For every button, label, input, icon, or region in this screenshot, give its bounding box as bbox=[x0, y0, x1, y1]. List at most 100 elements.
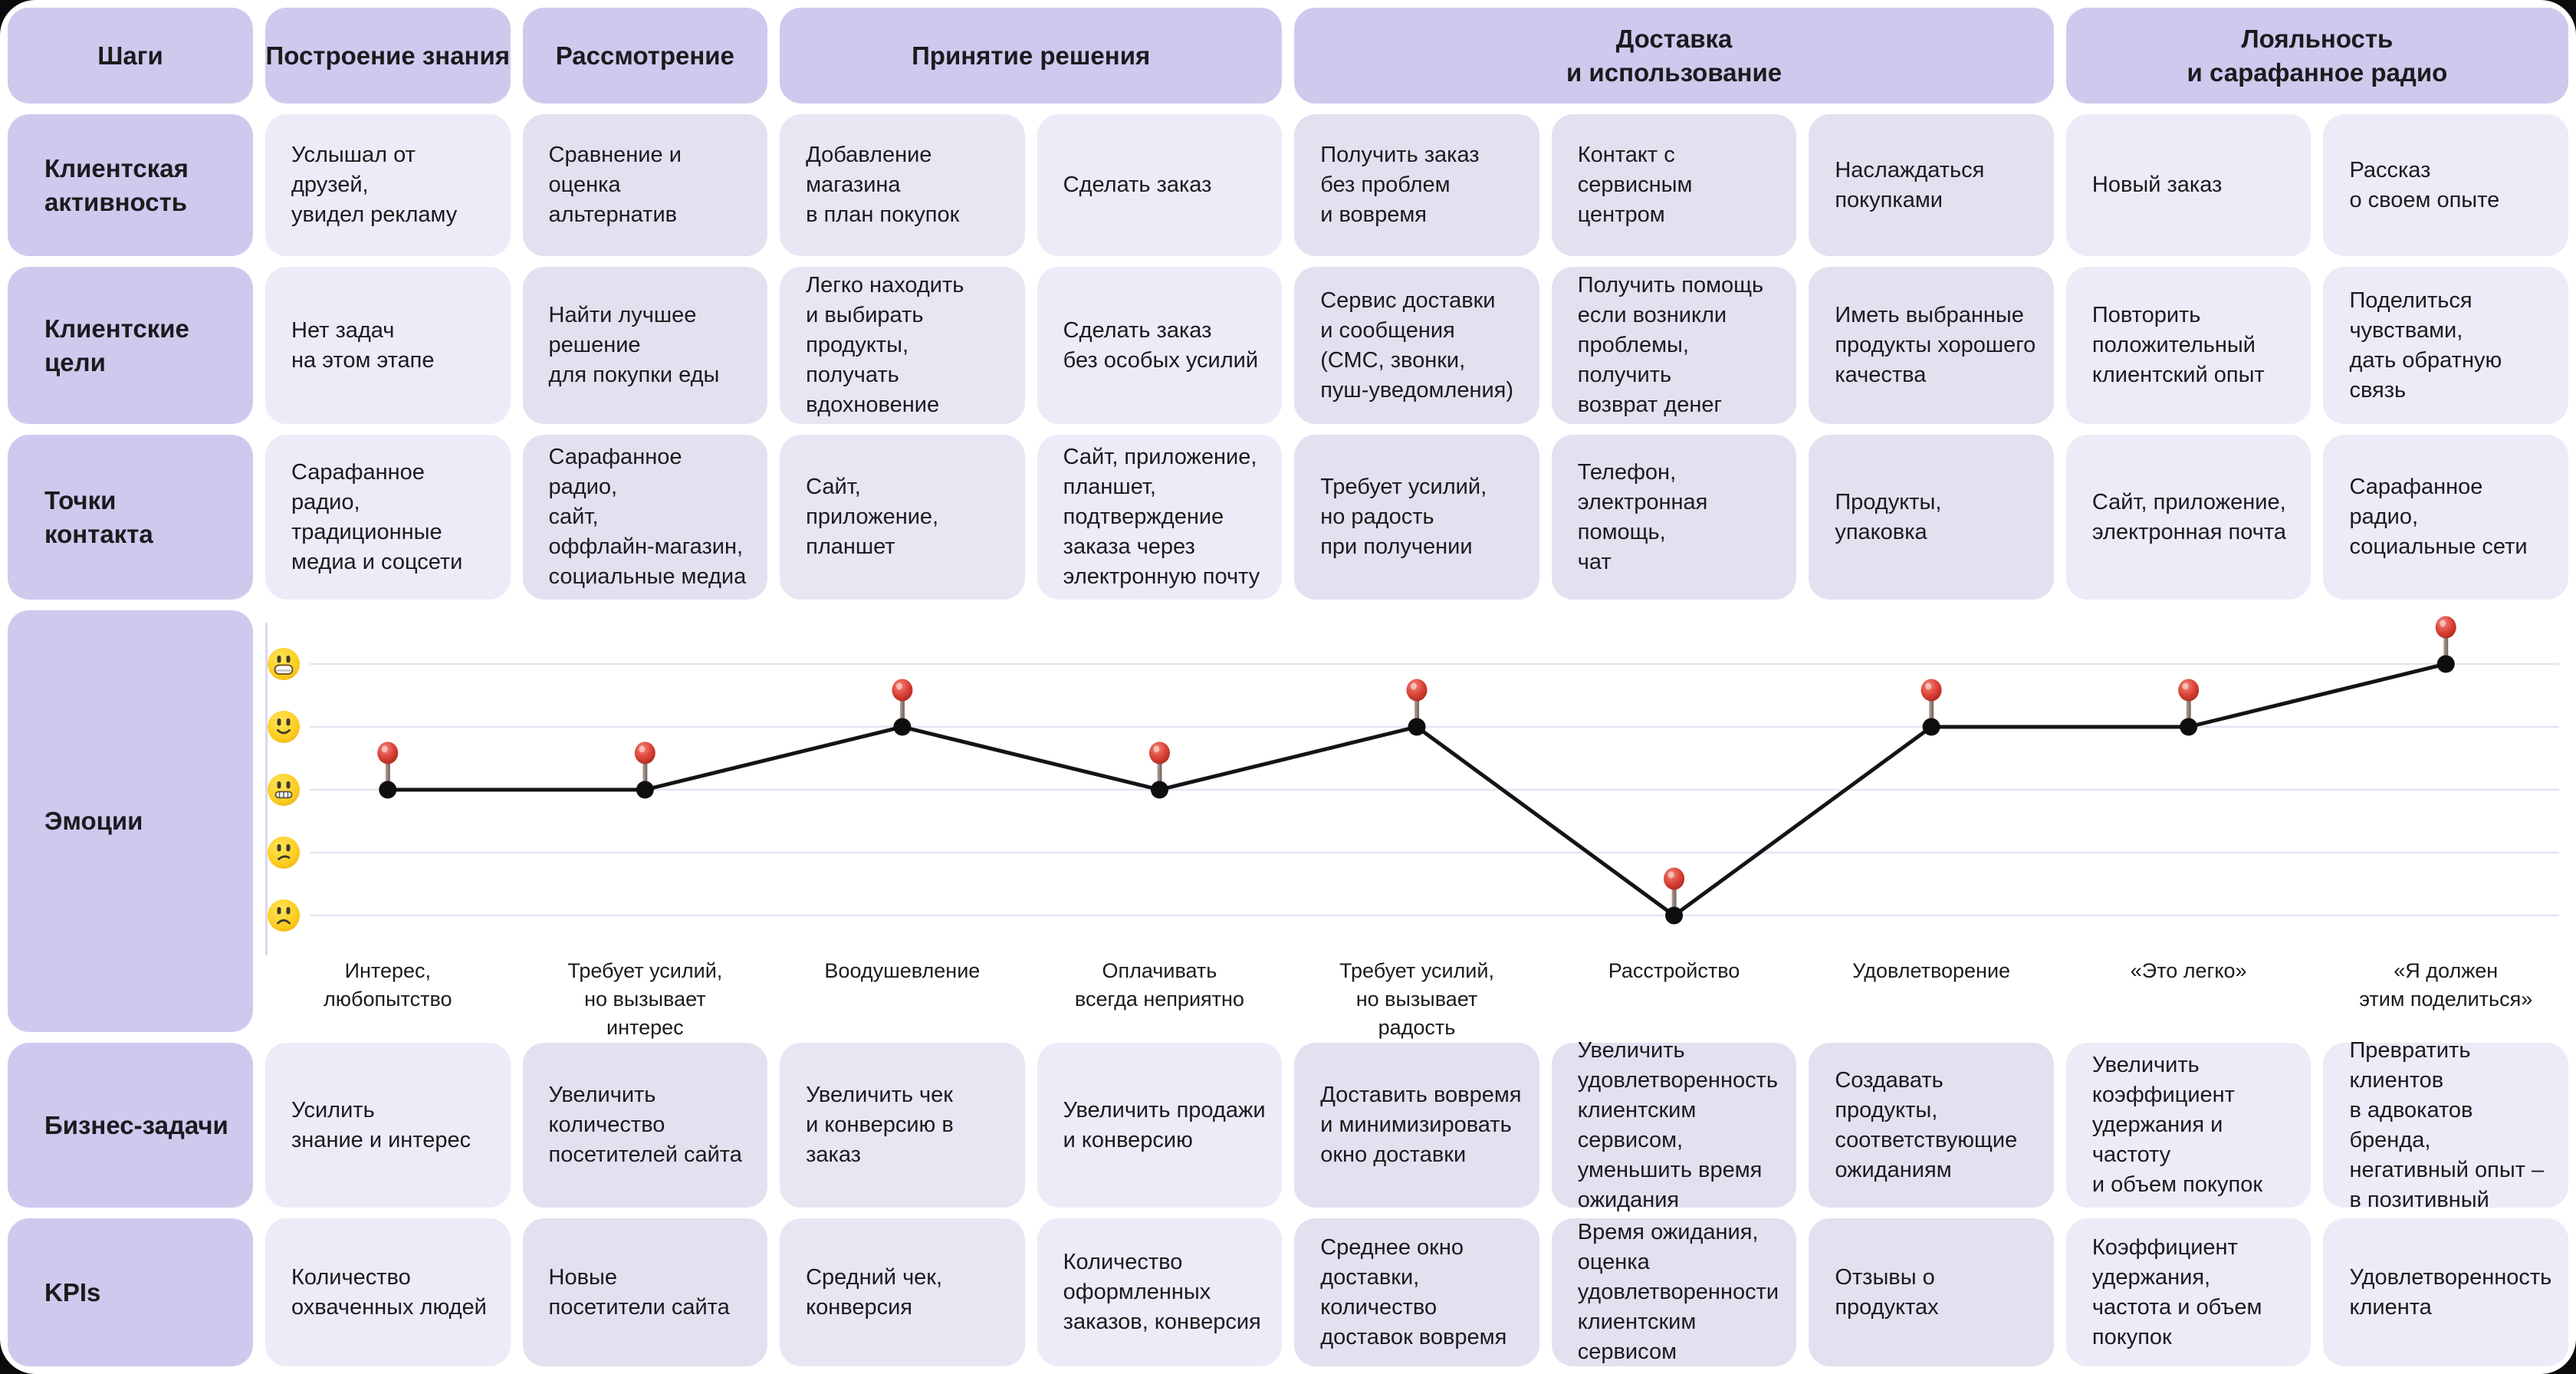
cell-touchpoints-6: Телефон, электронная помощь, чат bbox=[1551, 435, 1797, 600]
emotion-point-3 bbox=[893, 718, 912, 736]
pin-ball-highlight-9 bbox=[2440, 620, 2446, 627]
cell-kpis-3: Средний чек, конверсия bbox=[780, 1218, 1025, 1366]
cell-client-goals-6: Получить помощь если возникли проблемы, … bbox=[1551, 267, 1797, 424]
pin-ball-highlight-8 bbox=[2182, 682, 2189, 690]
emotion-point-8 bbox=[2180, 718, 2198, 736]
stage-header-1: Построение знания bbox=[265, 8, 511, 104]
cell-kpis-2: Новые посетители сайта bbox=[522, 1218, 768, 1366]
pin-stick-9 bbox=[2443, 629, 2449, 659]
stage-header-3: Принятие решения bbox=[780, 8, 1283, 104]
cell-business-tasks-1: Усилить знание и интерес bbox=[265, 1043, 511, 1208]
row-label-touchpoints: Точки контакта bbox=[8, 435, 253, 600]
emotion-point-label-8: «Это легко» bbox=[2130, 959, 2247, 982]
emotion-point-label-7: Удовлетворение bbox=[1852, 959, 2011, 982]
column-header-steps: Шаги bbox=[8, 8, 253, 104]
pin-stick-5 bbox=[1414, 692, 1419, 722]
pin-ball-2 bbox=[634, 741, 656, 764]
cell-touchpoints-9: Сарафанное радио, социальные сети bbox=[2323, 435, 2568, 600]
pin-ball-9 bbox=[2435, 616, 2456, 639]
cell-client-goals-9: Поделиться чувствами, дать обратную связ… bbox=[2323, 267, 2568, 424]
slightly-smiling-face bbox=[267, 710, 301, 744]
cell-touchpoints-4: Сайт, приложение, планшет, подтверждение… bbox=[1037, 435, 1283, 600]
pin-stick-8 bbox=[2186, 692, 2191, 722]
row-label-business-tasks: Бизнес-задачи bbox=[8, 1043, 253, 1208]
cell-kpis-5: Среднее окно доставки, количество достав… bbox=[1294, 1218, 1539, 1366]
cell-client-goals-3: Легко находить и выбирать продукты, полу… bbox=[780, 267, 1025, 424]
pin-ball-highlight-7 bbox=[1925, 682, 1932, 690]
grimacing-face bbox=[267, 773, 301, 807]
pin-ball-highlight-1 bbox=[381, 745, 388, 753]
cell-business-tasks-3: Увеличить чек и конверсию в заказ bbox=[780, 1043, 1025, 1208]
row-label-client-activity: Клиентская активность bbox=[8, 114, 253, 256]
cell-client-goals-5: Сервис доставки и сообщения (СМС, звонки… bbox=[1294, 267, 1539, 424]
cell-client-goals-7: Иметь выбранные продукты хорошего качест… bbox=[1809, 267, 2054, 424]
emotion-point-label-1: Интерес, любопытство bbox=[324, 959, 452, 1011]
pin-ball-highlight-4 bbox=[1153, 745, 1160, 753]
emotion-point-6 bbox=[1665, 906, 1684, 925]
stage-header-4: Доставка и использование bbox=[1294, 8, 2054, 104]
frowning-face bbox=[267, 899, 301, 932]
emotion-point-label-3: Воодушевление bbox=[824, 959, 981, 982]
cell-client-activity-1: Услышал от друзей, увидел рекламу bbox=[265, 114, 511, 256]
emotion-point-label-6: Расстройство bbox=[1608, 959, 1740, 982]
cell-client-goals-2: Найти лучшее решение для покупки еды bbox=[522, 267, 768, 424]
cell-client-activity-2: Сравнение и оценка альтернатив bbox=[522, 114, 768, 256]
emotion-point-4 bbox=[1150, 781, 1168, 799]
emotion-point-label-9: «Я должен этим поделиться» bbox=[2359, 959, 2533, 1011]
emotion-point-1 bbox=[379, 781, 397, 799]
cell-kpis-7: Отзывы о продуктах bbox=[1809, 1218, 2054, 1366]
pin-ball-7 bbox=[1921, 679, 1942, 702]
pin-stick-1 bbox=[385, 754, 390, 785]
cell-business-tasks-5: Доставить вовремя и минимизировать окно … bbox=[1294, 1043, 1539, 1208]
cell-client-activity-7: Наслаждаться покупками bbox=[1809, 114, 2054, 256]
emotion-curve-chart bbox=[310, 616, 2559, 925]
cell-touchpoints-7: Продукты, упаковка bbox=[1809, 435, 2054, 600]
emotion-point-label-5: Требует усилий, но вызывает радость bbox=[1339, 959, 1494, 1039]
cell-client-activity-3: Добавление магазина в план покупок bbox=[780, 114, 1025, 256]
stage-header-2: Рассмотрение bbox=[522, 8, 768, 104]
cell-client-goals-8: Повторить положительный клиентский опыт bbox=[2065, 267, 2312, 424]
pin-stick-7 bbox=[1929, 692, 1934, 722]
pin-stick-3 bbox=[899, 692, 905, 722]
cell-business-tasks-4: Увеличить продажи и конверсию bbox=[1037, 1043, 1283, 1208]
pin-ball-1 bbox=[377, 741, 399, 764]
stage-header-5: Лояльность и сарафанное радио bbox=[2065, 8, 2568, 104]
emotion-chart: Интерес, любопытство Требует усилий, но в… bbox=[265, 610, 2568, 1039]
confused-face bbox=[267, 836, 301, 869]
emotion-point-label-4: Оплачивать всегда неприятно bbox=[1074, 959, 1244, 1011]
emotion-point-2 bbox=[636, 781, 654, 799]
cell-client-goals-1: Нет задач на этом этапе bbox=[265, 267, 511, 424]
emotion-point-label-2: Требует усилий, но вызывает интерес bbox=[567, 959, 723, 1039]
emotion-axis-line bbox=[265, 623, 268, 955]
cell-kpis-6: Время ожидания, оценка удовлетворенности… bbox=[1551, 1218, 1797, 1366]
pin-ball-5 bbox=[1406, 679, 1428, 702]
cell-kpis-1: Количество охваченных людей bbox=[265, 1218, 511, 1366]
cell-touchpoints-8: Сайт, приложение, электронная почта bbox=[2065, 435, 2312, 600]
pin-ball-6 bbox=[1664, 867, 1685, 890]
cell-kpis-8: Коэффициент удержания, частота и объем п… bbox=[2065, 1218, 2312, 1366]
cell-kpis-9: Удовлетворенность клиента bbox=[2323, 1218, 2568, 1366]
cell-touchpoints-5: Требует усилий, но радость при получении bbox=[1294, 435, 1539, 600]
cell-client-goals-4: Сделать заказ без особых усилий bbox=[1037, 267, 1283, 424]
cell-touchpoints-1: Сарафанное радио, традиционные медиа и с… bbox=[265, 435, 511, 600]
cell-client-activity-6: Контакт с сервисным центром bbox=[1551, 114, 1797, 256]
row-label-client-goals: Клиентские цели bbox=[8, 267, 253, 424]
cell-business-tasks-6: Увеличить удовлетворенность клиентским с… bbox=[1551, 1038, 1797, 1212]
cell-business-tasks-9: Превратить клиентов в адвокатов бренда, … bbox=[2323, 1038, 2568, 1212]
pin-ball-highlight-2 bbox=[639, 745, 646, 753]
pin-ball-3 bbox=[892, 679, 913, 702]
cell-business-tasks-8: Увеличить коэффициент удержания и частот… bbox=[2065, 1043, 2312, 1208]
grinning-face bbox=[267, 647, 301, 681]
row-label-kpis: KPIs bbox=[8, 1218, 253, 1366]
cell-touchpoints-2: Сарафанное радио, сайт, оффлайн-магазин,… bbox=[522, 435, 768, 600]
pin-ball-highlight-6 bbox=[1668, 871, 1674, 879]
cell-touchpoints-3: Сайт, приложение, планшет bbox=[780, 435, 1025, 600]
cell-client-activity-8: Новый заказ bbox=[2065, 114, 2312, 256]
pin-stick-2 bbox=[642, 754, 648, 785]
emotion-point-5 bbox=[1408, 718, 1426, 736]
cell-client-activity-5: Получить заказ без проблем и вовремя bbox=[1294, 114, 1539, 256]
row-label-emotions: Эмоции bbox=[8, 610, 253, 1032]
pin-ball-highlight-3 bbox=[895, 682, 902, 690]
pin-ball-highlight-5 bbox=[1411, 682, 1417, 690]
